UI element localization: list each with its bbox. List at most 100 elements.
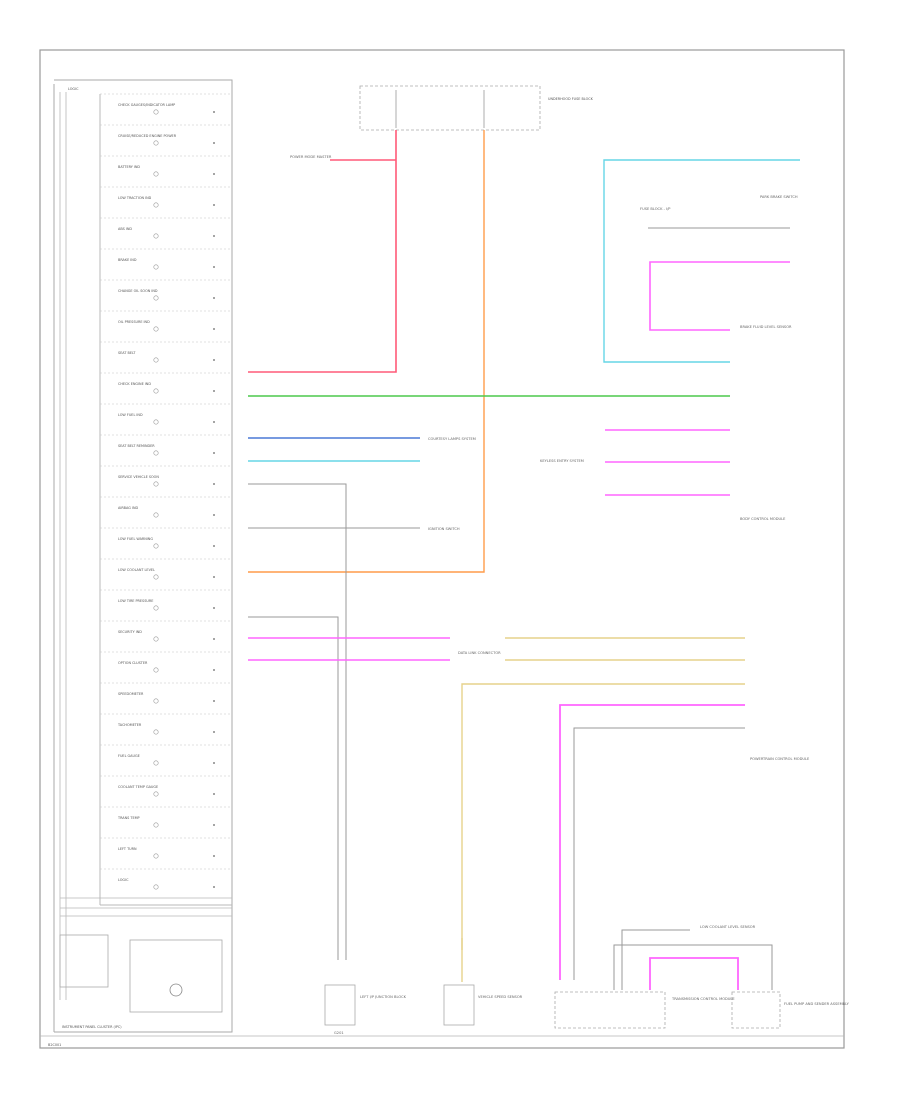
cluster-indicator-row: SEAT BELT REMINDER (100, 434, 232, 456)
indicator-lamp-icon (153, 822, 159, 828)
terminal-dot (213, 173, 215, 175)
cluster-indicator-row: LOW COOLANT LEVEL (100, 558, 232, 580)
terminal-dot (213, 390, 215, 392)
cluster-indicator-label: LOGIC (118, 878, 129, 882)
terminal-dot (213, 328, 215, 330)
wire-black-3 (248, 616, 339, 960)
cluster-indicator-label: CHANGE OIL SOON IND (118, 289, 158, 293)
bottom-components: LEFT I/P JUNCTION BLOCK G201 VEHICLE SPE… (324, 925, 850, 1035)
label-pcm: POWERTRAIN CONTROL MODULE (750, 757, 810, 761)
cluster-indicator-label: AIRBAG IND (118, 506, 139, 510)
terminal-dot (213, 483, 215, 485)
terminal-dot (213, 886, 215, 888)
terminal-dot (213, 607, 215, 609)
indicator-lamp-icon (153, 791, 159, 797)
cluster-indicator-label: LEFT TURN (118, 847, 137, 851)
indicator-lamp-icon (153, 729, 159, 735)
cluster-indicator-label: BATTERY IND (118, 165, 140, 169)
cluster-logic-label: LOGIC (68, 87, 79, 91)
cluster-indicator-row: OPTION CLUSTER (100, 651, 232, 673)
indicator-lamp-icon (153, 574, 159, 580)
cluster-indicator-row: LOW FUEL IND (100, 403, 232, 425)
label-keyless: KEYLESS ENTRY SYSTEM (540, 459, 584, 463)
terminal-dot (213, 266, 215, 268)
diagram-frame (39, 49, 845, 1049)
cluster-indicator-row: SECURITY IND (100, 620, 232, 642)
terminal-dot (213, 452, 215, 454)
indicator-lamp-icon (153, 760, 159, 766)
cluster-indicator-row: TACHOMETER (100, 713, 232, 735)
terminal-dot (213, 204, 215, 206)
label-brake-fluid: BRAKE FLUID LEVEL SENSOR (740, 325, 792, 329)
instrument-cluster: INSTRUMENT PANEL CLUSTER (IPC) LOGIC (53, 79, 233, 1033)
cluster-indicator-row: SPEEDOMETER (100, 682, 232, 704)
label-ground: G201 (334, 1031, 344, 1035)
cluster-indicator-row: CHECK ENGINE IND (100, 372, 232, 394)
cluster-indicator-row: LOW TRACTION IND (100, 186, 232, 208)
indicator-lamp-icon (153, 295, 159, 301)
cluster-indicator-label: ABS IND (118, 227, 132, 231)
cluster-indicator-label: SEAT BELT (118, 351, 136, 355)
fuse-block-top: UNDERHOOD FUSE BLOCK (359, 85, 594, 131)
label-transmission: TRANSMISSION CONTROL MODULE (671, 997, 735, 1001)
wire-orange (248, 130, 485, 573)
cluster-indicator-label: SERVICE VEHICLE SOON (118, 475, 159, 479)
indicator-lamp-icon (153, 481, 159, 487)
wire-red (248, 130, 397, 373)
right-component-labels: PARK BRAKE SWITCH BRAKE FLUID LEVEL SENS… (290, 155, 810, 761)
wire-bottom-loop-gray2 (613, 944, 773, 990)
indicator-lamp-icon (153, 419, 159, 425)
indicator-lamp-icon (153, 884, 159, 890)
indicator-lamp-icon (153, 202, 159, 208)
cluster-indicator-row: LOW FUEL WARNING (100, 527, 232, 549)
terminal-dot (213, 359, 215, 361)
indicator-lamp-icon (153, 233, 159, 239)
cluster-indicator-label: SEAT BELT REMINDER (118, 444, 155, 448)
cluster-indicator-row: SEAT BELT (100, 341, 232, 363)
label-body-ctrl: BODY CONTROL MODULE (740, 517, 786, 521)
cluster-indicator-row: LOW TIRE PRESSURE (100, 589, 232, 611)
terminal-dot (213, 576, 215, 578)
indicator-lamp-icon (153, 543, 159, 549)
indicator-lamp-icon (153, 326, 159, 332)
cluster-indicator-label: SECURITY IND (118, 630, 142, 634)
indicator-lamp-icon (153, 698, 159, 704)
terminal-dot (213, 824, 215, 826)
fuse-block-label: UNDERHOOD FUSE BLOCK (548, 97, 594, 101)
terminal-dot (213, 297, 215, 299)
indicator-lamp-icon (153, 636, 159, 642)
indicator-lamp-icon (153, 388, 159, 394)
cluster-indicator-label: SPEEDOMETER (118, 692, 144, 696)
cluster-indicator-label: LOW TRACTION IND (118, 196, 152, 200)
label-ignition: IGNITION SWITCH (428, 527, 460, 531)
wire-black-1 (248, 483, 347, 960)
label-vehicle-speed: VEHICLE SPEED SENSOR (478, 995, 523, 999)
indicator-lamp-icon (153, 450, 159, 456)
cluster-indicator-row: CRUISE/REDUCED ENGINE POWER (100, 124, 232, 146)
cluster-indicator-row: COOLANT TEMP GAUGE (100, 775, 232, 797)
terminal-dot (213, 235, 215, 237)
cluster-bottom-blocks (59, 897, 232, 1013)
cluster-indicator-label: OIL PRESSURE IND (118, 320, 150, 324)
cluster-indicator-label: BRAKE IND (118, 258, 137, 262)
indicator-lamp-icon (153, 357, 159, 363)
wires (248, 130, 800, 990)
terminal-dot (213, 793, 215, 795)
indicator-lamp-icon (153, 140, 159, 146)
label-low-coolant: LOW COOLANT LEVEL SENSOR (700, 925, 756, 929)
cluster-indicator-label: TRANS TEMP (117, 816, 140, 820)
terminal-dot (213, 638, 215, 640)
indicator-lamp-icon (153, 512, 159, 518)
cluster-indicator-row: SERVICE VEHICLE SOON (100, 465, 232, 487)
wire-gray-lower (573, 727, 745, 980)
terminal-dot (213, 762, 215, 764)
terminal-dot (213, 421, 215, 423)
indicator-lamp-icon (153, 853, 159, 859)
label-park-brake: PARK BRAKE SWITCH (760, 195, 798, 199)
wire-magenta-lower (559, 704, 745, 980)
cluster-indicator-row: TRANS TEMP (100, 806, 232, 828)
cluster-indicator-label: LOW FUEL IND (118, 413, 143, 417)
cluster-indicator-row: CHECK GAUGES/INDICATOR LAMP (100, 93, 232, 115)
cluster-indicator-row: LEFT TURN (100, 837, 232, 859)
